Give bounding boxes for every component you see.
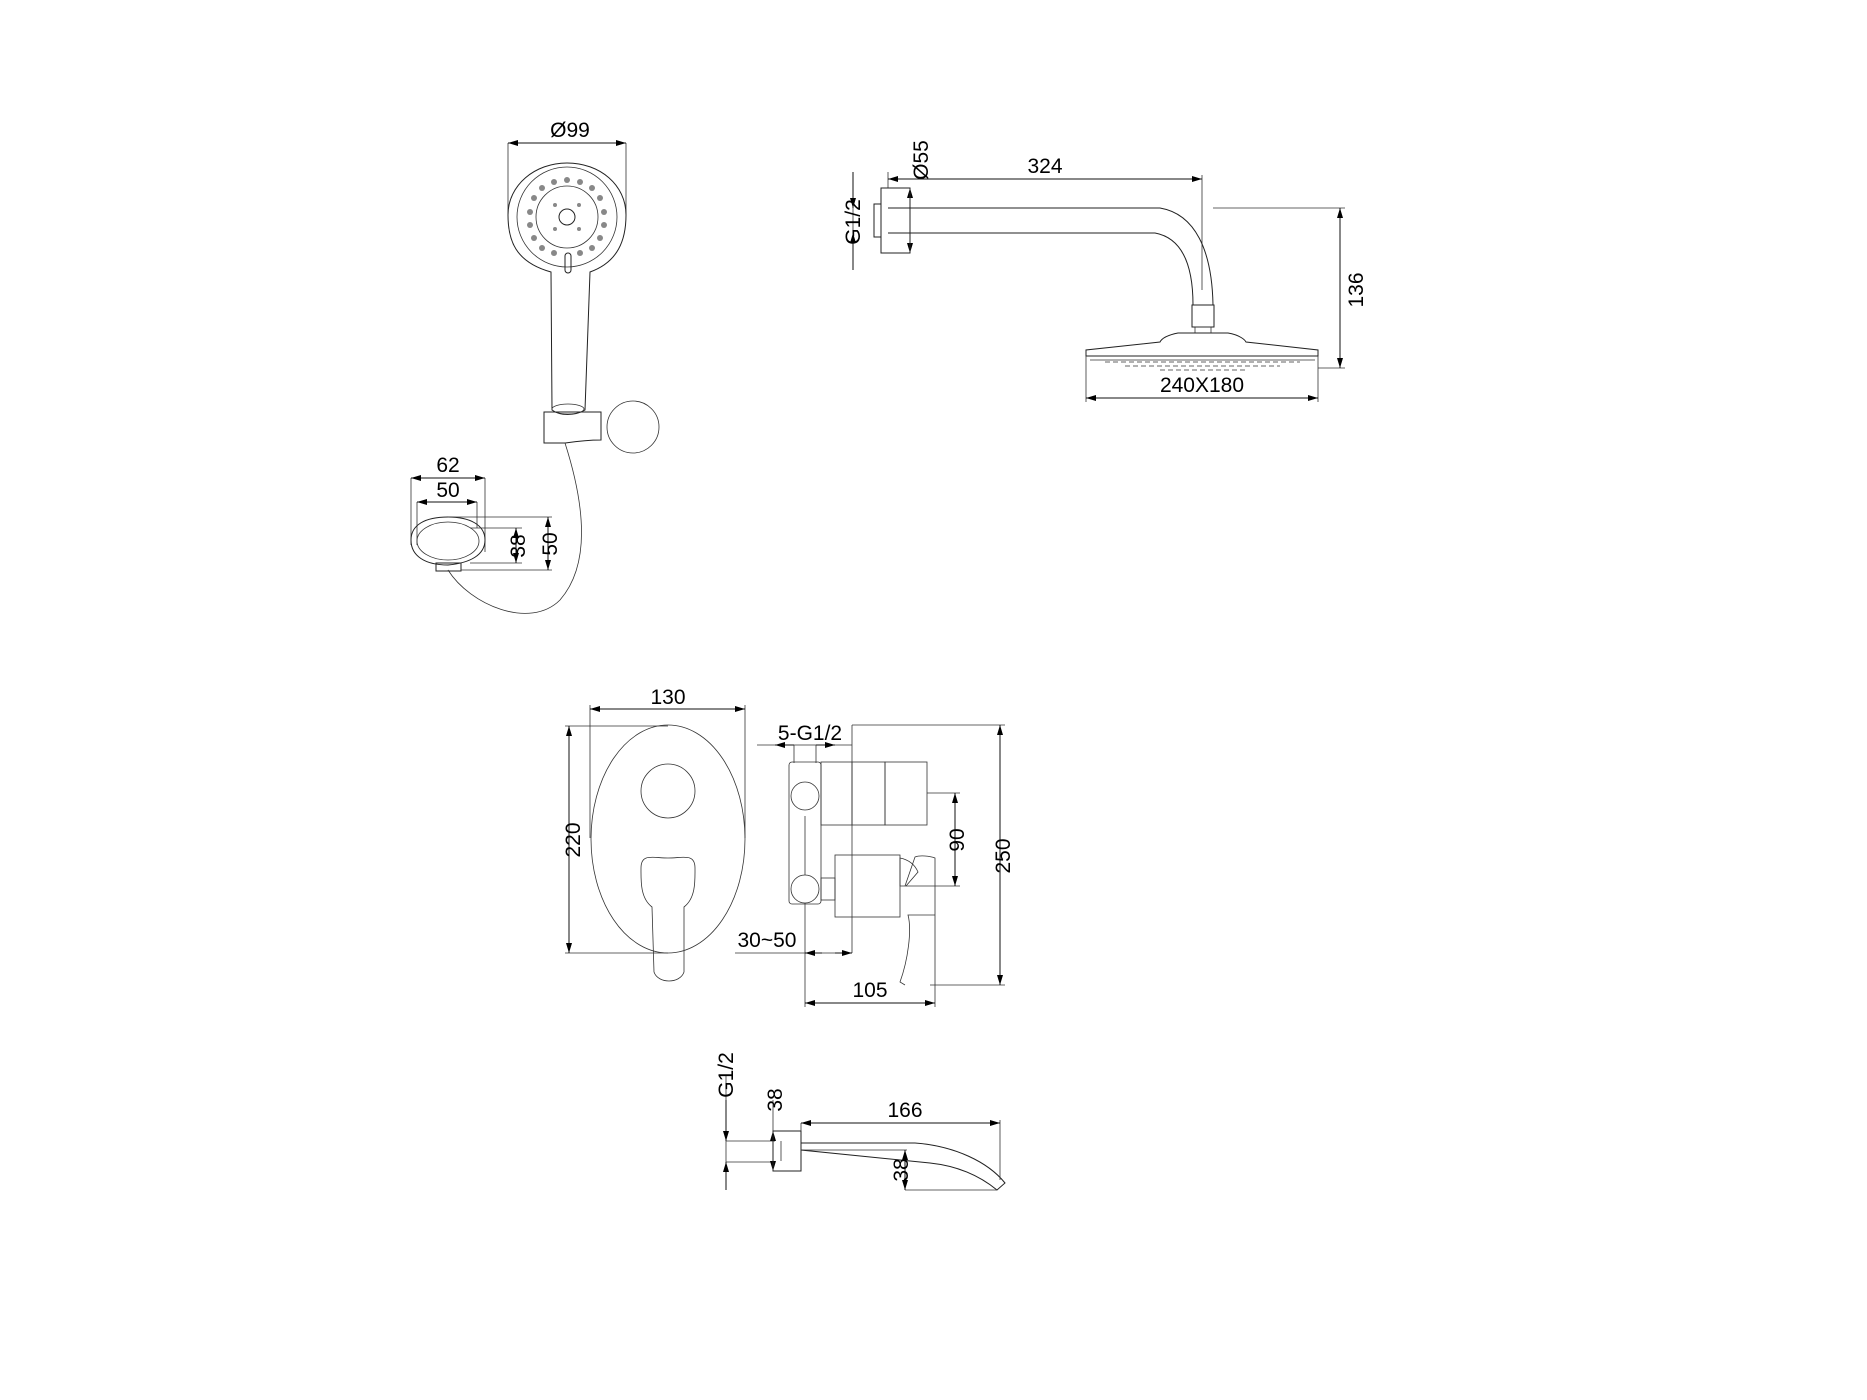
holder-knob bbox=[606, 400, 660, 454]
spout-view: G1/2 38 166 38 bbox=[715, 1052, 1006, 1191]
mixer-cartridge bbox=[834, 854, 901, 918]
holder-outer-width-label: 62 bbox=[436, 454, 459, 477]
wall-flange bbox=[880, 187, 911, 254]
arm-length-label: 324 bbox=[1027, 155, 1062, 178]
head-size-label: 240X180 bbox=[1160, 374, 1244, 397]
rain-shower-head bbox=[1085, 332, 1319, 357]
projection-label: 105 bbox=[852, 979, 887, 1002]
spray-nozzles bbox=[527, 177, 607, 256]
diverter-cartridge bbox=[884, 761, 928, 826]
spout-outlet-height-label: 38 bbox=[890, 1158, 913, 1181]
mixer-front-view: 130 220 bbox=[562, 686, 746, 982]
shower-holder bbox=[543, 411, 602, 444]
spout-thread-label: G1/2 bbox=[715, 1052, 738, 1098]
holder-top-view: 62 50 38 50 bbox=[410, 454, 562, 572]
mixer-side-view: 250 5-G1/2 90 30~50 105 bbox=[735, 722, 1015, 1007]
outlets-label: 5-G1/2 bbox=[778, 722, 842, 745]
total-height-label: 250 bbox=[992, 838, 1015, 873]
holder-inner-height-label: 38 bbox=[507, 534, 530, 557]
handle-spacing-label: 90 bbox=[946, 828, 969, 851]
hand-shower-body bbox=[507, 162, 627, 415]
spout-length-label: 166 bbox=[887, 1099, 922, 1122]
side-lever bbox=[899, 855, 936, 986]
flange-diameter-label: Ø55 bbox=[910, 140, 933, 180]
spout-flange bbox=[772, 1130, 802, 1172]
cover-plate bbox=[590, 724, 746, 954]
mixer-lever bbox=[640, 856, 696, 982]
shower-arm bbox=[888, 207, 1214, 306]
arm-thread-label: G1/2 bbox=[842, 199, 865, 245]
plate-height-label: 220 bbox=[562, 822, 585, 857]
spout-body bbox=[800, 1142, 1006, 1191]
drop-height-label: 136 bbox=[1345, 272, 1368, 307]
plate-width-label: 130 bbox=[650, 686, 685, 709]
shower-hose bbox=[447, 442, 582, 614]
diverter-knob bbox=[640, 763, 696, 819]
holder-inner-width-label: 50 bbox=[436, 479, 459, 502]
hand-shower-diameter-label: Ø99 bbox=[550, 119, 590, 142]
holder-outer-height-label: 50 bbox=[539, 532, 562, 555]
overhead-shower-view: G1/2 Ø55 324 136 240X180 bbox=[842, 140, 1368, 402]
hand-shower-view: Ø99 bbox=[447, 119, 660, 614]
wall-depth-label: 30~50 bbox=[738, 929, 797, 952]
spout-flange-label: 38 bbox=[764, 1088, 787, 1111]
